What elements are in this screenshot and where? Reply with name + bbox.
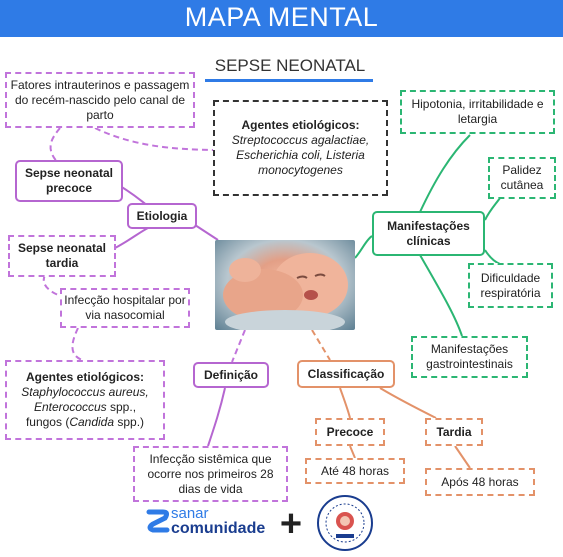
agentes-2-line2-rest: spp., [106, 400, 137, 414]
infeccao-hospitalar-text: Infecção hospitalar por via nasocomial [64, 293, 186, 322]
academic-league-seal [316, 494, 374, 552]
precoce-node: Precoce [315, 418, 385, 446]
classificacao-text: Classificação [307, 366, 385, 381]
connector-classificacao-precoce [339, 387, 351, 419]
hipotonia-box: Hipotonia, irritabilidade e letargia [400, 90, 555, 134]
ate-48-horas-box: Até 48 horas [305, 458, 405, 484]
connector-image-definicao [231, 329, 246, 363]
etiologia-node: Etiologia [127, 203, 197, 229]
palidez-box: Palidez cutânea [488, 157, 556, 199]
fatores-box: Fatores intrauterinos e passagem do recé… [5, 72, 195, 128]
ate-48-horas-text: Até 48 horas [320, 463, 390, 478]
definicao-text: Definição [203, 367, 258, 382]
agentes-2-line3-italic: Candida [69, 415, 115, 429]
title-underline [205, 79, 373, 82]
connector-tardia-etiologia [114, 227, 149, 249]
agentes-2-line3-post: spp.) [114, 415, 145, 429]
plus-icon: + [279, 503, 303, 545]
agentes-etiologicos-1-box: Agentes etiológicos: Streptococcus agala… [213, 100, 388, 196]
gastro-text: Manifestações gastrointestinais [426, 342, 513, 371]
definicao-description-box: Infecção sistêmica que ocorre nos primei… [133, 446, 288, 502]
connector-definicao-text [207, 387, 226, 447]
agentes-etiologicos-2-box: Agentes etiológicos: Staphylococcus aure… [5, 360, 165, 440]
newborn-photo [215, 240, 355, 330]
connector-manifest-palidez [484, 197, 501, 221]
connector-precoce-ate48 [349, 445, 356, 459]
sepse-precoce-text: Sepse neonatal precoce [24, 166, 114, 195]
gastro-box: Manifestações gastrointestinais [411, 336, 528, 378]
agentes-2-line3-pre: fungos ( [25, 415, 70, 429]
hipotonia-text: Hipotonia, irritabilidade e letargia [411, 97, 544, 126]
classificacao-node: Classificação [297, 360, 395, 388]
sanar-brand-top: sanar [171, 505, 209, 522]
connector-image-manifestacoes [354, 235, 373, 259]
etiologia-text: Etiologia [136, 208, 188, 223]
header-title: MAPA MENTAL [184, 2, 379, 32]
manifestacoes-node: Manifestações clínicas [372, 211, 485, 256]
agentes-2-line1: Staphylococcus aureus, [21, 385, 149, 399]
seal-icon [317, 495, 373, 551]
connector-manifest-hipotonia [419, 134, 471, 213]
connector-fatores-agentes1 [94, 127, 221, 151]
header-bar: MAPA MENTAL [0, 0, 563, 37]
connector-etiologia-image [194, 224, 219, 241]
infeccao-hospitalar-box: Infecção hospitalar por via nasocomial [60, 288, 190, 328]
fatores-text: Fatores intrauterinos e passagem do recé… [10, 77, 190, 122]
connector-infeccao-agentes2 [71, 327, 83, 361]
connector-fatores-precoce [49, 127, 61, 166]
definicao-description-text: Infecção sistêmica que ocorre nos primei… [147, 451, 274, 496]
palidez-text: Palidez cutânea [500, 163, 544, 192]
agentes-1-title: Agentes etiológicos: [241, 118, 360, 132]
apos-48-horas-box: Após 48 horas [425, 468, 535, 496]
agentes-2-line2-italic: Enterococcus [33, 400, 107, 414]
manifestacoes-text: Manifestações clínicas [387, 218, 470, 248]
sanar-brand-bottom: comunidade [171, 520, 266, 537]
agentes-2-line3: fungos (Candida spp.) [26, 415, 144, 430]
sepse-precoce-box: Sepse neonatal precoce [15, 160, 123, 202]
connector-manifest-gastro [419, 254, 463, 337]
connector-classificacao-tardia [379, 387, 437, 419]
agentes-2-title: Agentes etiológicos: [25, 370, 144, 384]
connector-tardia-apos48 [454, 445, 471, 469]
apos-48-horas-text: Após 48 horas [441, 474, 519, 489]
connector-tardia-infeccao [42, 274, 76, 301]
sepse-tardia-box: Sepse neonatal tardia [8, 235, 116, 277]
definicao-node: Definição [193, 362, 269, 388]
dificuldade-text: Dificuldade respiratória [480, 270, 541, 300]
agentes-1-body: Streptococcus agalactiae, Escherichia co… [231, 133, 370, 177]
newborn-illustration [223, 253, 348, 330]
agentes-2-line2: Enterococcus spp., [34, 400, 136, 415]
precoce-text: Precoce [326, 424, 374, 439]
connector-image-classificacao [311, 329, 331, 361]
connector-manifest-dificuldade [484, 249, 501, 265]
dificuldade-box: Dificuldade respiratória [468, 263, 553, 308]
sepse-tardia-text: Sepse neonatal tardia [17, 241, 107, 270]
tardia-node: Tardia [425, 418, 483, 446]
main-title: SEPSE NEONATAL [214, 56, 366, 75]
sanar-s-icon [146, 509, 170, 533]
tardia-text: Tardia [436, 424, 472, 439]
